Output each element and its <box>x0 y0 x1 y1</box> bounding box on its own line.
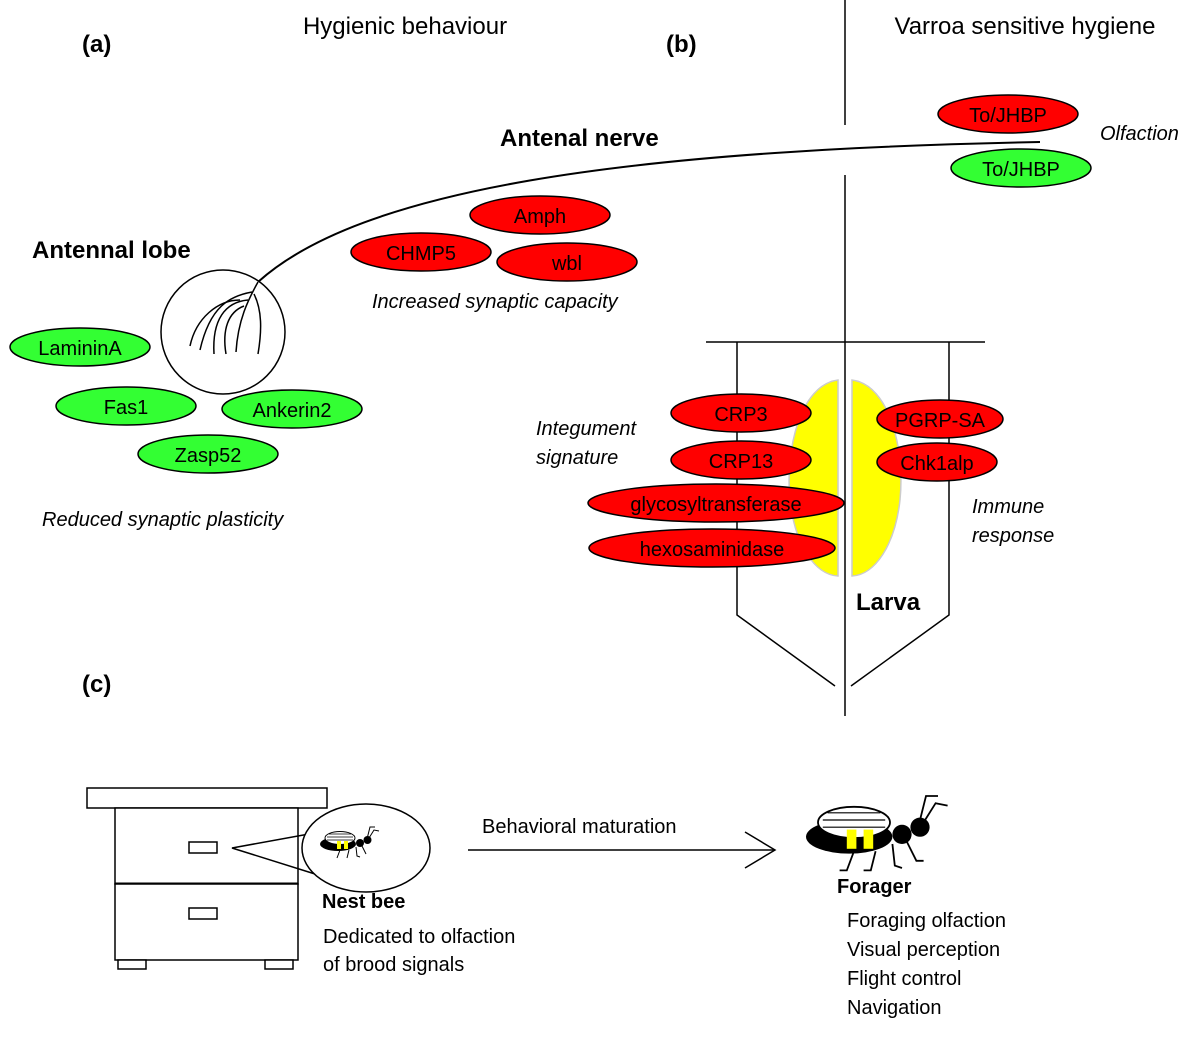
svg-text:hexosaminidase: hexosaminidase <box>640 539 785 561</box>
forager-task-3: Flight control <box>847 968 962 990</box>
svg-text:Ankerin2: Ankerin2 <box>253 400 332 422</box>
gene-chk1alp: Chk1alp <box>876 442 998 482</box>
gene-tojhbp-up: To/JHBP <box>937 94 1079 134</box>
gene-crp13: CRP13 <box>670 440 812 480</box>
svg-text:PGRP-SA: PGRP-SA <box>895 410 986 432</box>
increased-caption: Increased synaptic capacity <box>372 291 619 313</box>
gene-laminina: LamininA <box>9 327 151 367</box>
integument-caption-1: Integument <box>536 418 638 440</box>
gene-fas1: Fas1 <box>55 386 197 426</box>
svg-text:LamininA: LamininA <box>38 338 122 360</box>
svg-text:Fas1: Fas1 <box>104 397 148 419</box>
panel-a-label: (a) <box>82 31 111 58</box>
gene-tojhbp-down: To/JHBP <box>950 148 1092 188</box>
nest-bee-callout <box>301 803 431 893</box>
gene-amph: Amph <box>469 195 611 235</box>
svg-text:Amph: Amph <box>514 206 566 228</box>
gene-ankerin2: Ankerin2 <box>221 389 363 429</box>
hive-icon <box>86 787 328 970</box>
integument-caption-2: signature <box>536 447 618 469</box>
hygienic-behaviour-title: Hygienic behaviour <box>303 13 507 40</box>
svg-text:To/JHBP: To/JHBP <box>982 159 1060 181</box>
antenal-nerve-label: Antenal nerve <box>500 125 659 152</box>
svg-text:glycosyltransferase: glycosyltransferase <box>630 494 801 516</box>
antennal-lobe-label: Antennal lobe <box>32 237 191 264</box>
panel-b-label: (b) <box>666 31 697 58</box>
antenal-nerve-line <box>257 141 1041 283</box>
immune-caption-1: Immune <box>972 496 1044 518</box>
svg-text:wbl: wbl <box>551 253 582 275</box>
vsh-title: Varroa sensitive hygiene <box>894 13 1155 40</box>
nest-bee-desc-1: Dedicated to olfaction <box>323 926 515 948</box>
svg-text:CHMP5: CHMP5 <box>386 243 456 265</box>
svg-text:CRP3: CRP3 <box>714 404 767 426</box>
gene-chmp5: CHMP5 <box>350 232 492 272</box>
nest-bee-label: Nest bee <box>322 891 405 913</box>
gene-zasp52: Zasp52 <box>137 434 279 474</box>
nest-bee-desc-2: of brood signals <box>323 954 464 976</box>
gene-pgrp-sa: PGRP-SA <box>876 399 1004 439</box>
olfaction-caption: Olfaction <box>1100 123 1179 145</box>
bee-icon <box>320 826 380 859</box>
gene-glycosyltransferase: glycosyltransferase <box>587 483 845 523</box>
forager-label: Forager <box>837 876 912 898</box>
reduced-caption: Reduced synaptic plasticity <box>42 509 284 531</box>
forager-task-4: Navigation <box>847 997 942 1019</box>
neuron-icon <box>160 269 286 395</box>
maturation-label: Behavioral maturation <box>482 816 677 838</box>
larva-label: Larva <box>856 589 921 616</box>
svg-text:Zasp52: Zasp52 <box>175 445 242 467</box>
panel-c-label: (c) <box>82 671 111 698</box>
forager-bee-icon <box>806 795 948 872</box>
svg-text:CRP13: CRP13 <box>709 451 773 473</box>
forager-task-1: Foraging olfaction <box>847 910 1006 932</box>
immune-caption-2: response <box>972 525 1054 547</box>
gene-crp3: CRP3 <box>670 393 812 433</box>
gene-wbl: wbl <box>496 242 638 282</box>
svg-text:Chk1alp: Chk1alp <box>900 453 973 475</box>
arrow-icon <box>468 831 777 869</box>
forager-task-2: Visual perception <box>847 939 1000 961</box>
svg-text:To/JHBP: To/JHBP <box>969 105 1047 127</box>
gene-hexosaminidase: hexosaminidase <box>588 528 836 568</box>
